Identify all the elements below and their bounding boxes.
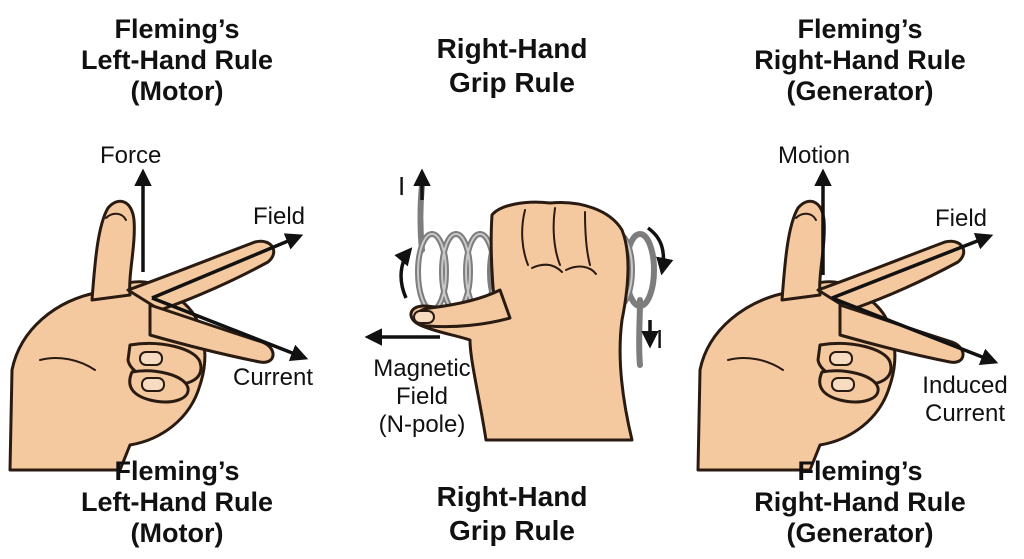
right-induced-current-label: Induced Current [922,372,1008,427]
center-caption: Right-Hand Grip Rule [436,481,588,546]
left-curl-arrow [394,247,413,299]
center-current-top-label: I [398,171,406,201]
left-current-arrow [151,296,309,362]
right-field-label: Field [935,205,988,232]
left-caption: Fleming’s Left-Hand Rule (Motor) [81,456,273,548]
left-force-label: Force [100,142,162,169]
center-current-bottom-label: I [656,324,664,354]
right-title: Fleming’s Right-Hand Rule (Generator) [754,14,966,106]
left-middle-finger [148,303,275,364]
right-field-arrow [831,232,994,300]
left-title: Fleming’s Left-Hand Rule (Motor) [81,14,273,106]
left-current-label: Current [233,364,314,391]
left-thumb [90,199,136,302]
magnetic-field-label: Magnetic Field (N-pole) [373,355,471,438]
left-field-arrow [151,233,304,300]
right-induced-current-arrow [831,296,999,366]
right-hand-illustration [696,168,999,472]
left-hand-illustration [8,168,309,472]
wire-bottom [636,297,643,368]
right-curl-arrow [646,226,674,276]
right-thumb [780,199,826,302]
grip-rule-illustration [364,168,674,442]
left-field-label: Field [253,203,306,230]
right-motion-label: Motion [778,142,851,169]
center-title: Right-Hand Grip Rule [436,33,588,98]
right-caption: Fleming’s Right-Hand Rule (Generator) [754,456,966,548]
